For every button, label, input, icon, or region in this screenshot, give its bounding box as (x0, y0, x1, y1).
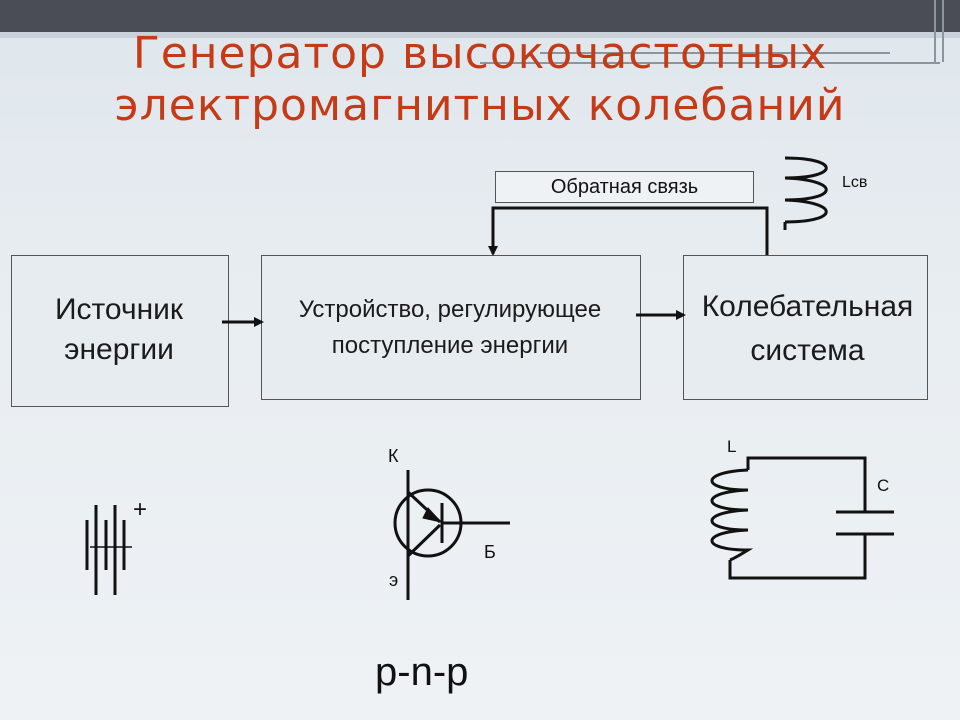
deco-line-4 (942, 0, 944, 62)
energy-source-line-1: Источник (54, 293, 184, 326)
lc-circuit-icon (710, 456, 894, 580)
battery-icon (85, 505, 132, 595)
oscillator-line-1: Колебательная (701, 290, 914, 323)
regulator-line-2: поступление энергии (331, 332, 569, 359)
deco-line-1 (540, 52, 890, 54)
title-line-2: электромагнитных колебаний (114, 80, 846, 131)
feedback-line (488, 206, 769, 256)
feedback-coil-icon (784, 156, 828, 224)
transistor-icon (393, 470, 510, 600)
feedback-coil-label: Lсв (842, 174, 868, 191)
slide-title: Генератор высокочастотных электромагнитн… (20, 28, 940, 132)
regulator-block (261, 255, 641, 400)
battery-plus-label: + (133, 496, 148, 523)
oscillator-label: Колебательная система (670, 285, 945, 373)
energy-source-label: Источник энергии (11, 290, 227, 370)
title-line-1: Генератор высокочастотных (132, 28, 828, 79)
inductor-label: L (727, 437, 737, 456)
base-label: Б (484, 542, 496, 562)
emitter-label: э (389, 570, 399, 590)
deco-line-2 (480, 62, 940, 64)
regulator-line-1: Устройство, регулирующее (298, 296, 602, 323)
energy-source-line-2: энергии (64, 333, 174, 366)
feedback-label: Обратная связь (495, 171, 754, 203)
regulator-label: Устройство, регулирующее поступление эне… (246, 292, 654, 364)
deco-line-3 (934, 0, 936, 62)
oscillator-block (683, 255, 928, 400)
collector-label: К (388, 446, 399, 466)
top-strip (0, 32, 960, 38)
inductor-coil-icon (710, 468, 754, 562)
capacitor-label: С (877, 476, 890, 495)
top-bar (0, 0, 960, 32)
oscillator-line-2: система (750, 334, 865, 367)
transistor-type-label: p-n-p (375, 650, 469, 694)
energy-source-block (11, 255, 229, 407)
